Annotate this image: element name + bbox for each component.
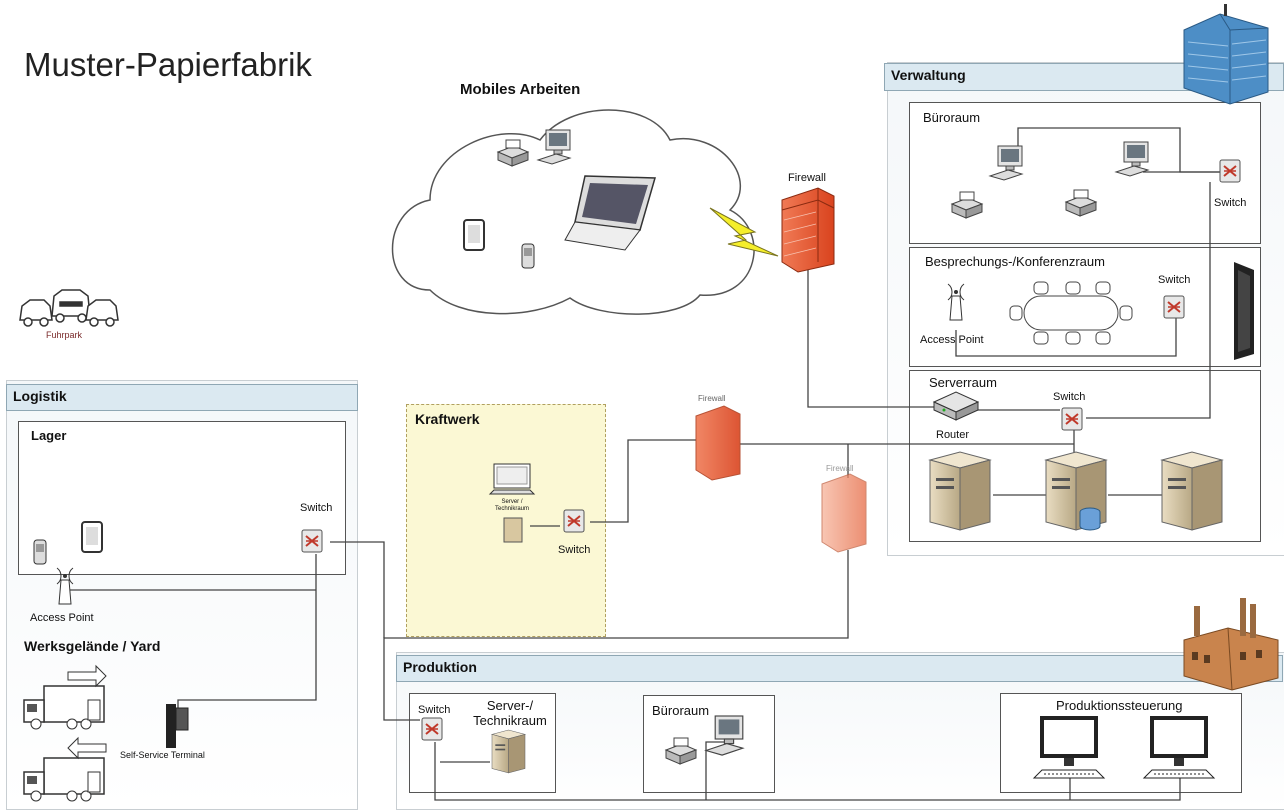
terminal-label: Self-Service Terminal — [120, 750, 205, 760]
wall-display-icon — [1234, 262, 1254, 360]
lightning-icon — [709, 207, 779, 257]
firewall-mid-icon — [695, 405, 741, 481]
fuhrpark-label: Fuhrpark — [46, 330, 83, 340]
router-icon — [932, 391, 980, 421]
produktion-server-label: Server-/ Technikraum — [473, 698, 547, 728]
access-point-lager-label: Access Point — [30, 612, 94, 624]
factory-icon — [1183, 598, 1279, 691]
logistik-header: Logistik — [6, 384, 358, 411]
lager-label: Lager — [31, 428, 67, 443]
switch-lager-label: Switch — [300, 502, 333, 514]
firewall-right-icon — [821, 473, 867, 553]
car-icon — [19, 289, 119, 327]
produktion-server-room — [409, 693, 556, 793]
access-point-konferenz-label: Access Point — [920, 334, 984, 346]
mobile-cloud — [391, 109, 755, 315]
conference-table-icon — [1009, 281, 1133, 345]
router-label: Router — [936, 429, 970, 441]
produktion-switch-label: Switch — [418, 704, 451, 716]
kraftwerk-server-icon — [503, 517, 523, 543]
produktion-bueroraum-label: Büroraum — [652, 703, 710, 718]
database-icon — [1079, 507, 1101, 531]
yard-label: Werksgelände / Yard — [24, 638, 161, 654]
produktion-bueroraum-room — [643, 695, 775, 793]
terminal-icon — [166, 704, 189, 748]
switch-serverraum-label: Switch — [1053, 391, 1086, 403]
page-title: Muster-Papierfabrik — [24, 46, 312, 83]
produktion-header: Produktion — [396, 655, 1283, 682]
bueroraum-label: Büroraum — [923, 110, 981, 125]
kraftwerk-server-label: Server / Technikraum — [494, 499, 529, 512]
switch-konferenz-label: Switch — [1158, 274, 1191, 286]
arrow-right-icon — [67, 664, 107, 688]
switch-buero-icon — [1219, 159, 1241, 183]
switch-buero-label: Switch — [1214, 197, 1247, 209]
cloud-label: Mobiles Arbeiten — [460, 81, 581, 98]
firewall-main-label: Firewall — [788, 172, 826, 184]
serverraum-label: Serverraum — [929, 375, 997, 390]
arrow-left-icon — [67, 736, 107, 760]
connection-lines — [65, 127, 1220, 801]
kraftwerk-monitor-icon — [488, 463, 536, 495]
kraftwerk-switch-label: Switch — [558, 544, 591, 556]
firewall-right-label: Firewall — [826, 464, 854, 473]
lager-room — [18, 421, 346, 575]
laptop-icon — [564, 175, 656, 251]
firewall-main-icon — [781, 187, 835, 273]
kraftwerk-label: Kraftwerk — [415, 411, 480, 427]
verwaltung-bueroraum — [909, 102, 1261, 244]
firewall-mid-label: Firewall — [698, 394, 726, 403]
office-building-icon — [1183, 4, 1269, 105]
besprechung-label: Besprechungs-/Konferenzraum — [925, 254, 1105, 269]
produktionssteuerung-label: Produktionssteuerung — [1056, 698, 1183, 713]
